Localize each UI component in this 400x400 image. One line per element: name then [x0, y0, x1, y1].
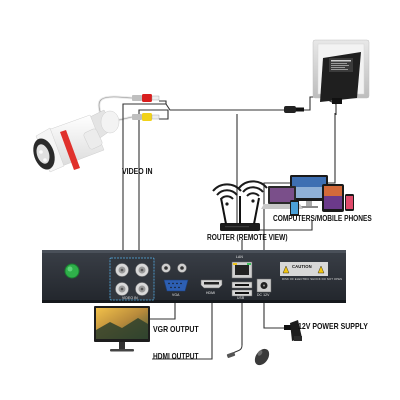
- dc-cable: [263, 302, 285, 329]
- inline-connector: [284, 106, 304, 113]
- wifi-signal-icon-right: [238, 180, 268, 203]
- vga-port: [163, 279, 189, 292]
- usb-mouse-icon: [226, 344, 270, 366]
- panel-video-in-text: VIDEO IN: [122, 296, 138, 300]
- computers-cable: [250, 220, 313, 231]
- cables: [97, 95, 337, 360]
- hdmi-cable: [152, 302, 213, 360]
- lan-port: [231, 261, 253, 279]
- power-cable: [159, 96, 337, 115]
- wifi-router-icon: [220, 196, 260, 231]
- video-in-label: VIDEO IN: [122, 166, 153, 176]
- vgr-output-label: VGR OUTPUT: [153, 324, 199, 334]
- panel-lan-text: LAN: [236, 255, 243, 259]
- bnc-port-2: [135, 263, 149, 277]
- dc-power-port: [256, 278, 272, 293]
- panel-usb-text: USB: [237, 296, 245, 300]
- monitor-icon: [94, 306, 150, 352]
- usb-ports: [231, 281, 253, 297]
- bnc-port-3: [115, 282, 129, 296]
- bnc-port-1: [115, 263, 129, 277]
- panel-dc-text: DC 12V: [257, 293, 270, 297]
- hdmi-port: [200, 279, 223, 289]
- power-supply-label: 12V POWER SUPPLY: [298, 321, 368, 331]
- wifi-signal-icon-left: [212, 183, 242, 206]
- video-in-cable-2: [138, 109, 169, 250]
- connector-red: [132, 94, 160, 102]
- connector-yellow: [132, 113, 160, 121]
- hdmi-output-label: HDMI OUTPUT: [153, 352, 199, 361]
- caution-label: [280, 262, 328, 276]
- caution-title: CAUTION: [292, 264, 312, 269]
- caution-text: RISK OF ELECTRIC SHOCK DO NOT OPEN: [282, 277, 343, 281]
- power-plug-icon: [284, 320, 302, 341]
- power-adapter-icon: [312, 39, 370, 104]
- audio-jacks: [161, 263, 187, 273]
- computers-phones-icon: [261, 175, 354, 216]
- computers-label: COMPUTERS/MOBILE PHONES: [273, 214, 372, 223]
- panel-hdmi-text: HDMI: [206, 291, 216, 295]
- vga-cable: [150, 302, 176, 320]
- panel-vga-text: VGA: [172, 293, 180, 297]
- router-label: ROUTER (REMOTE VIEW): [207, 233, 288, 242]
- bnc-port-4: [135, 282, 149, 296]
- bullet-camera-icon: [33, 109, 120, 173]
